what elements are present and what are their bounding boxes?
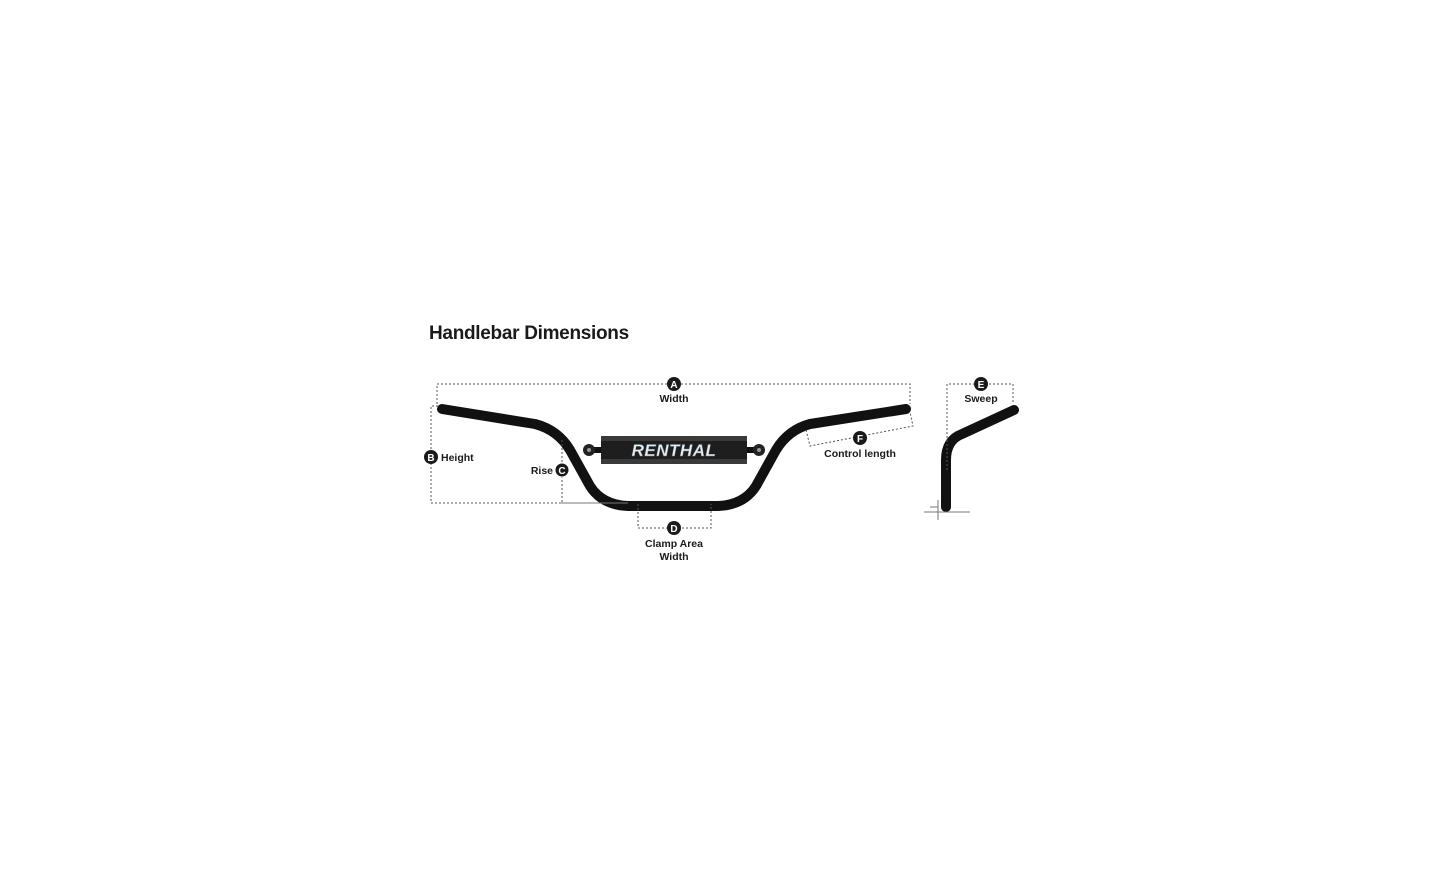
marker-c bbox=[554, 462, 570, 478]
label-height: Height bbox=[441, 452, 474, 464]
dimension-c-rise: C Rise bbox=[531, 440, 570, 503]
label-clamp-area: Clamp Area bbox=[645, 538, 703, 550]
dimension-f-control-length: F Control length bbox=[805, 411, 914, 460]
marker-e bbox=[974, 377, 988, 391]
handlebar-front-view: RENTHAL bbox=[437, 404, 911, 511]
marker-d-letter: D bbox=[670, 524, 677, 535]
handlebar-highlight bbox=[519, 427, 563, 449]
diagram-title: Handlebar Dimensions bbox=[429, 323, 629, 344]
crossbar-bolt-right bbox=[757, 448, 761, 452]
handlebar-side-view bbox=[924, 405, 1019, 520]
marker-c-letter: C bbox=[558, 466, 565, 477]
marker-b-letter: B bbox=[427, 453, 434, 464]
pad-top-shade bbox=[601, 436, 747, 441]
label-sweep: Sweep bbox=[964, 393, 997, 405]
marker-b bbox=[424, 450, 438, 464]
crossbar-bolt-left bbox=[587, 448, 591, 452]
label-width: Width bbox=[659, 393, 688, 405]
marker-a bbox=[667, 377, 681, 391]
dimension-b-height: B Height bbox=[424, 405, 628, 504]
label-clamp-width: Width bbox=[659, 551, 688, 563]
marker-e-letter: E bbox=[978, 380, 985, 391]
label-control-length: Control length bbox=[824, 448, 896, 460]
label-rise: Rise bbox=[531, 465, 553, 477]
dimension-a-width: A Width bbox=[436, 377, 911, 405]
dimension-e-sweep: E Sweep bbox=[946, 377, 1014, 470]
marker-d bbox=[667, 521, 681, 535]
marker-f bbox=[853, 431, 867, 445]
side-view-tube bbox=[941, 405, 1019, 512]
marker-f-letter: F bbox=[857, 434, 863, 445]
pad-brand-logo: RENTHAL bbox=[632, 441, 717, 460]
pad-bottom-shade bbox=[601, 459, 747, 464]
handlebar-tube bbox=[437, 404, 911, 511]
crossbar-pad bbox=[601, 436, 747, 464]
dimension-d-clamp-width: D Clamp Area Width bbox=[637, 504, 712, 563]
marker-a-letter: A bbox=[670, 380, 677, 391]
